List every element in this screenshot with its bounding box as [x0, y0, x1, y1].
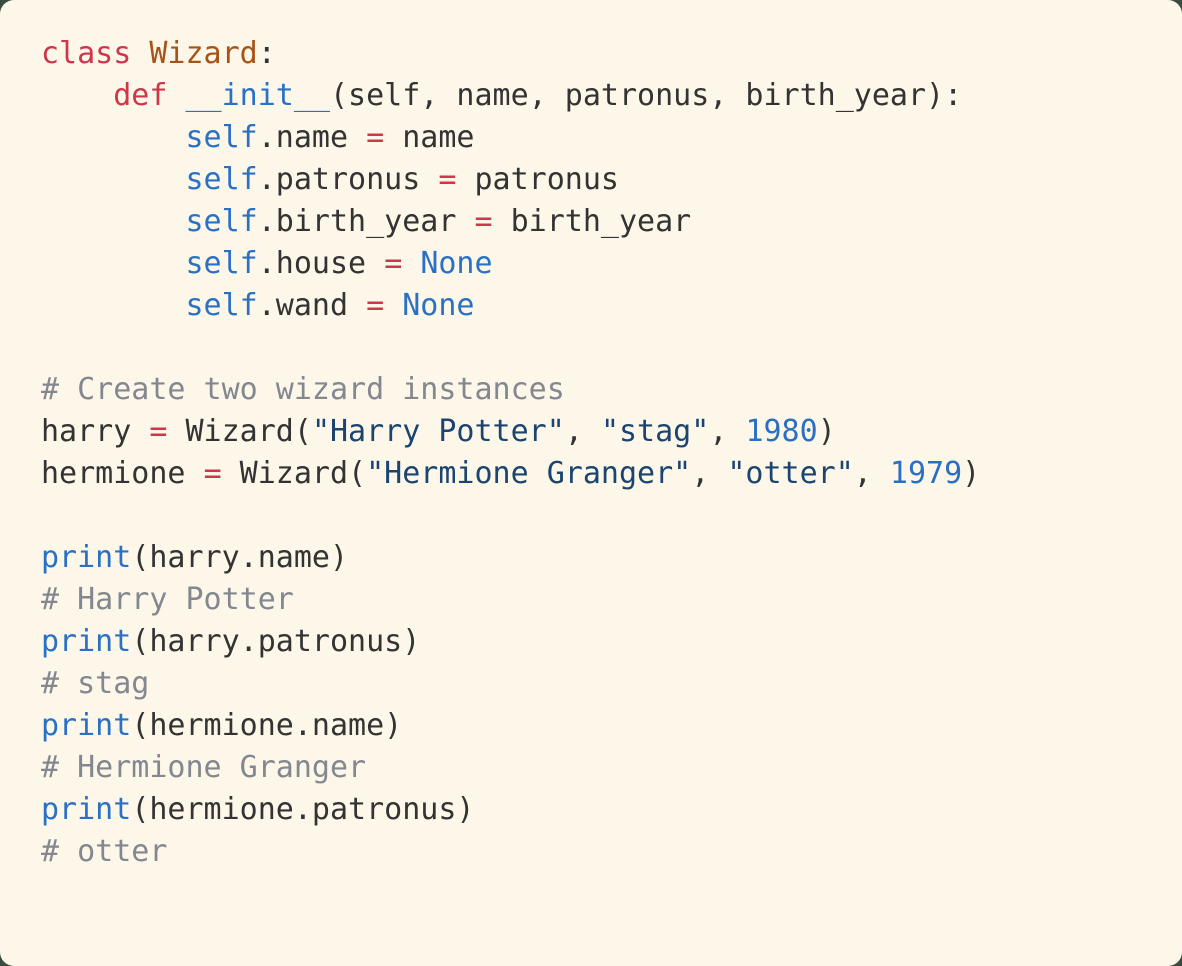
code-token-kw: =: [366, 288, 385, 323]
code-token-kw: =: [203, 456, 222, 491]
code-token-plain: (hermione.name): [131, 708, 403, 743]
code-token-kw: =: [384, 246, 403, 281]
code-token-plain: [167, 78, 185, 113]
code-token-num: 1980: [745, 414, 818, 449]
code-token-kw: class: [41, 36, 132, 71]
code-line: self.birth_year = birth_year: [41, 201, 1142, 243]
code-token-plain: harry: [41, 414, 150, 449]
code-line: self.house = None: [41, 243, 1142, 285]
code-token-plain: [41, 246, 186, 281]
code-token-blue: print: [41, 540, 132, 575]
code-token-str: "stag": [600, 414, 710, 449]
code-token-plain: ,: [709, 414, 746, 449]
code-token-str: "Harry Potter": [311, 414, 565, 449]
code-line: # otter: [41, 831, 1142, 873]
code-token-plain: birth_year: [492, 204, 692, 239]
code-token-kw: =: [366, 120, 385, 155]
code-token-plain: (hermione.patronus): [131, 792, 475, 827]
code-token-blue: print: [41, 708, 132, 743]
code-line: # Create two wizard instances: [41, 369, 1142, 411]
code-token-plain: (harry.name): [131, 540, 349, 575]
code-line: print(harry.patronus): [41, 621, 1142, 663]
code-token-com: # otter: [41, 834, 168, 869]
code-line: # Hermione Granger: [41, 747, 1142, 789]
code-line: hermione = Wizard("Hermione Granger", "o…: [41, 453, 1142, 495]
code-line: harry = Wizard("Harry Potter", "stag", 1…: [41, 411, 1142, 453]
code-token-kw: =: [438, 162, 457, 197]
code-token-com: # Hermione Granger: [41, 750, 367, 785]
code-token-plain: Wizard(: [167, 414, 312, 449]
code-line: print(harry.name): [41, 537, 1142, 579]
code-token-plain: hermione: [41, 456, 204, 491]
code-token-blue: self: [185, 162, 258, 197]
code-token-com: # Harry Potter: [41, 582, 294, 617]
code-token-plain: [41, 120, 186, 155]
code-line: self.name = name: [41, 117, 1142, 159]
code-line: [41, 327, 1142, 369]
code-token-blue: self: [185, 246, 258, 281]
code-token-kw: =: [149, 414, 168, 449]
code-token-com: # stag: [41, 666, 150, 701]
code-token-plain: patronus: [456, 162, 619, 197]
code-token-cls: Wizard: [149, 36, 258, 71]
code-line: print(hermione.name): [41, 705, 1142, 747]
code-token-blue: __init__: [185, 78, 331, 113]
code-token-plain: [41, 204, 186, 239]
code-token-kw: =: [474, 204, 493, 239]
code-token-plain: [41, 288, 186, 323]
code-token-blue: self: [185, 120, 258, 155]
code-token-plain: [41, 78, 113, 113]
code-token-blue: print: [41, 624, 132, 659]
code-token-plain: .name: [257, 120, 367, 155]
code-token-str: "Hermione Granger": [366, 456, 692, 491]
code-token-plain: name: [384, 120, 475, 155]
code-token-plain: ,: [691, 456, 728, 491]
code-line: print(hermione.patronus): [41, 789, 1142, 831]
code-token-blue: self: [185, 288, 258, 323]
code-line: self.wand = None: [41, 285, 1142, 327]
code-token-plain: (self, name, patronus, birth_year):: [330, 78, 963, 113]
code-token-plain: [384, 288, 402, 323]
code-token-blue: None: [402, 288, 475, 323]
code-token-plain: .patronus: [257, 162, 439, 197]
code-token-plain: ,: [853, 456, 890, 491]
code-token-blue: self: [185, 204, 258, 239]
code-token-plain: [402, 246, 420, 281]
code-token-blue: print: [41, 792, 132, 827]
code-token-plain: .wand: [257, 288, 367, 323]
code-token-plain: ): [962, 456, 981, 491]
code-token-plain: :: [257, 36, 276, 71]
code-token-blue: None: [420, 246, 493, 281]
code-token-plain: [131, 36, 149, 71]
code-line: self.patronus = patronus: [41, 159, 1142, 201]
code-line: [41, 495, 1142, 537]
code-token-plain: .house: [257, 246, 385, 281]
code-token-plain: (harry.patronus): [131, 624, 421, 659]
code-line: def __init__(self, name, patronus, birth…: [41, 75, 1142, 117]
code-block: class Wizard: def __init__(self, name, p…: [41, 33, 1142, 873]
code-token-kw: def: [113, 78, 168, 113]
code-line: class Wizard:: [41, 33, 1142, 75]
code-token-str: "otter": [727, 456, 854, 491]
code-token-plain: ): [817, 414, 836, 449]
code-token-plain: .birth_year: [257, 204, 475, 239]
code-token-plain: Wizard(: [221, 456, 367, 491]
code-line: # stag: [41, 663, 1142, 705]
code-token-num: 1979: [889, 456, 963, 491]
code-line: # Harry Potter: [41, 579, 1142, 621]
code-token-plain: ,: [564, 414, 601, 449]
code-token-plain: [41, 162, 186, 197]
code-token-com: # Create two wizard instances: [41, 372, 565, 407]
